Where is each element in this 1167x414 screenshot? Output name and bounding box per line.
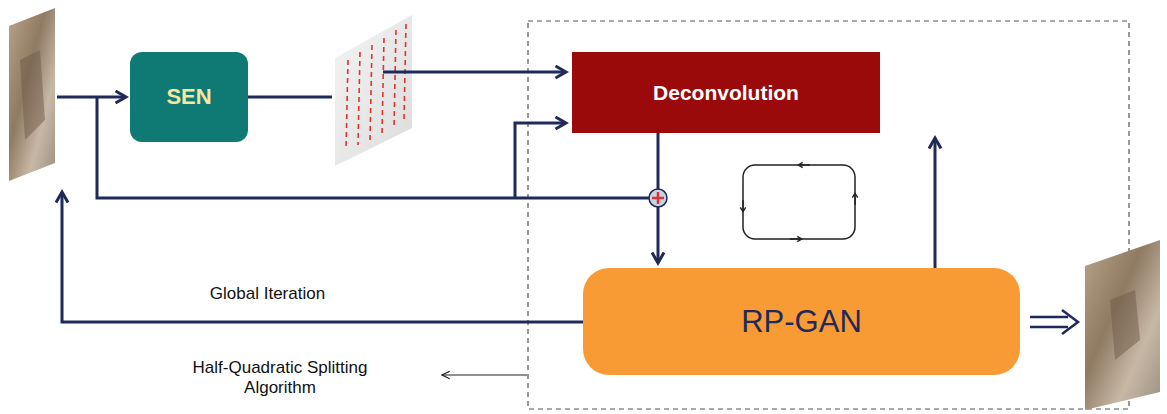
node-label: RP-GAN: [741, 304, 862, 340]
input-image: [9, 8, 55, 181]
network-box: SEN: [130, 52, 248, 142]
flow-arrow: [657, 133, 660, 263]
annotation-label: Half-Quadratic Splitting Algorithm: [135, 358, 425, 399]
annotation-label: Global Iteration: [150, 284, 385, 304]
kernel-image: [335, 15, 412, 166]
network-box: RP-GAN: [583, 268, 1020, 375]
node-label: Deconvolution: [653, 81, 799, 105]
flow-arrow: [934, 138, 937, 268]
node-label: SEN: [166, 84, 211, 110]
process-box: Deconvolution: [572, 52, 880, 133]
output-image: [1085, 240, 1160, 410]
